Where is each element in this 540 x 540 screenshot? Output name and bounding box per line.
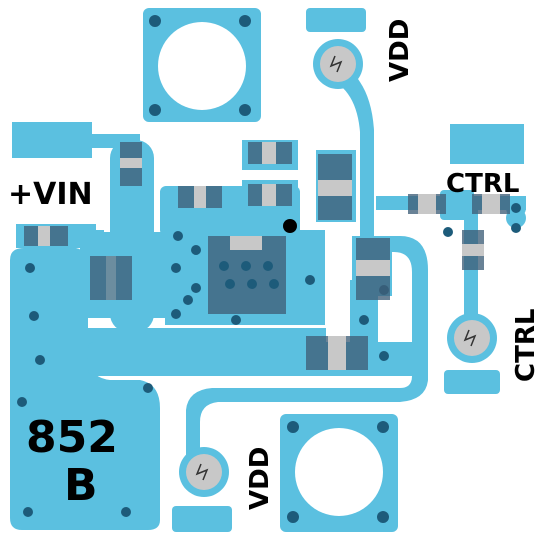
vin-label: +VIN: [8, 177, 93, 212]
vdd-top-pad: [306, 8, 366, 32]
component-c2: [90, 256, 132, 300]
test-point-ctrl: [447, 313, 497, 363]
vias: [17, 15, 521, 523]
component-pads: [38, 142, 500, 370]
ic-pins: [219, 261, 279, 289]
ctrl-top-pad: [450, 124, 524, 164]
vdd-label-bottom: VDD: [245, 447, 275, 510]
mount-hole-top: [158, 22, 246, 110]
test-points: [179, 39, 497, 497]
test-point-vdd-top: [313, 39, 363, 89]
ctrl-label-right: CTRL: [511, 309, 540, 382]
revision-label: B: [64, 460, 98, 511]
mount-hole-bottom: [295, 428, 383, 516]
vin-connector-pad: [12, 122, 92, 158]
part-number-label: 852: [26, 412, 118, 463]
pin1-marker: [283, 219, 297, 233]
test-point-vdd-bottom: [179, 447, 229, 497]
vdd-label-top: VDD: [385, 19, 415, 82]
ctrl-label-top: CTRL: [446, 169, 519, 199]
mounting-holes: [158, 22, 383, 516]
vdd-bottom-pad: [172, 506, 232, 532]
ground-pour-left: [10, 248, 160, 530]
ctrl-right-pad: [444, 370, 500, 394]
